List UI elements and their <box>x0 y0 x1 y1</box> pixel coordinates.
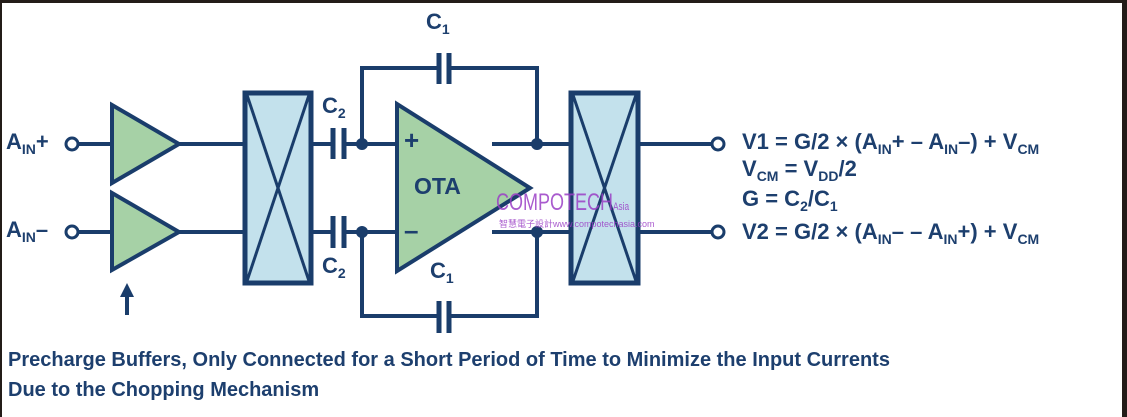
eq-text: G = C <box>742 186 801 211</box>
label-subscript: IN <box>21 141 36 157</box>
equation-vcm: VCM = VDD/2 <box>742 156 857 184</box>
equation-v2: V2 = G/2 × (AIN– – AIN+) + VCM <box>742 219 1040 247</box>
eq-text: /2 <box>838 156 857 181</box>
eq-subscript: IN <box>943 231 958 247</box>
watermark-tagline: 智慧電子設計www.compotechasia.com <box>499 219 655 229</box>
ota-plus-sign: + <box>404 125 420 155</box>
ota-label: OTA <box>414 173 461 199</box>
label-subscript: 1 <box>441 21 450 37</box>
watermark-suffix: Asia <box>613 201 630 213</box>
label-subscript: IN <box>21 229 36 245</box>
label-c2-top: C2 <box>322 93 346 121</box>
label-text: C <box>322 253 338 278</box>
eq-subscript: IN <box>877 141 892 157</box>
terminal-ain-minus <box>64 224 80 240</box>
label-c2-bottom: C2 <box>322 253 346 281</box>
eq-text: V1 = G/2 × (A <box>742 129 878 154</box>
eq-subscript: CM <box>1017 231 1040 247</box>
junction-dots <box>356 138 543 238</box>
feedback-wire-bottom <box>360 232 438 318</box>
eq-subscript: IN <box>944 141 959 157</box>
eq-text: –) + V <box>958 129 1018 154</box>
label-text: A <box>6 217 22 242</box>
label-subscript: 1 <box>445 270 454 286</box>
eq-text: = V <box>778 156 819 181</box>
label-text: C <box>426 9 442 34</box>
watermark-brand: COMPOTECHAsia <box>496 189 629 217</box>
eq-subscript: CM <box>1017 141 1040 157</box>
eq-subscript: DD <box>818 168 839 184</box>
feedback-wire-top <box>360 66 438 144</box>
label-subscript: 2 <box>337 265 346 281</box>
eq-text: +) + V <box>957 219 1018 244</box>
label-ain-minus: AIN– <box>6 217 49 245</box>
equation-g: G = C2/C1 <box>742 186 838 214</box>
eq-text: /C <box>807 186 830 211</box>
capacitor-c1-bottom <box>436 301 452 333</box>
terminal-v2 <box>710 224 726 240</box>
precharge-buffer-plus <box>110 101 183 187</box>
eq-text: V2 = G/2 × (A <box>742 219 878 244</box>
chopper-switch-input <box>242 90 314 286</box>
label-text: C <box>322 93 338 118</box>
label-text: – <box>35 217 49 242</box>
eq-subscript: 1 <box>829 198 838 214</box>
capacitor-c2-bottom <box>330 216 347 248</box>
label-ain-plus: AIN+ <box>6 129 49 157</box>
ota-amplifier <box>395 100 534 275</box>
label-subscript: 2 <box>337 105 346 121</box>
chopper-switch-output <box>568 90 641 286</box>
label-text: C <box>430 258 446 283</box>
equation-v1: V1 = G/2 × (AIN+ – AIN–) + VCM <box>742 129 1040 157</box>
label-c1-bottom: C1 <box>430 258 454 286</box>
label-text: A <box>6 129 22 154</box>
label-c1-top: C1 <box>426 9 450 37</box>
ota-minus-sign: – <box>404 215 419 245</box>
arrow-up-icon <box>120 283 134 315</box>
eq-text: + – A <box>891 129 945 154</box>
eq-text: – – A <box>891 219 944 244</box>
feedback-wire-top <box>449 66 539 144</box>
eq-subscript: IN <box>877 231 892 247</box>
caption-line-2: Due to the Chopping Mechanism <box>8 379 320 401</box>
terminal-ain-plus <box>64 136 80 152</box>
feedback-wire-bottom <box>449 232 539 318</box>
label-text: + <box>35 129 49 154</box>
eq-subscript: 2 <box>800 198 808 214</box>
circuit-schematic <box>64 53 726 333</box>
precharge-buffer-minus <box>110 189 184 274</box>
caption-line-1: Precharge Buffers, Only Connected for a … <box>8 349 890 371</box>
capacitor-c2-top <box>330 128 347 159</box>
terminal-v1 <box>710 136 726 152</box>
capacitor-c1-top <box>436 53 452 84</box>
watermark-brand-text: COMPOTECH <box>496 189 613 216</box>
eq-text: V <box>742 156 757 181</box>
eq-subscript: CM <box>756 168 779 184</box>
